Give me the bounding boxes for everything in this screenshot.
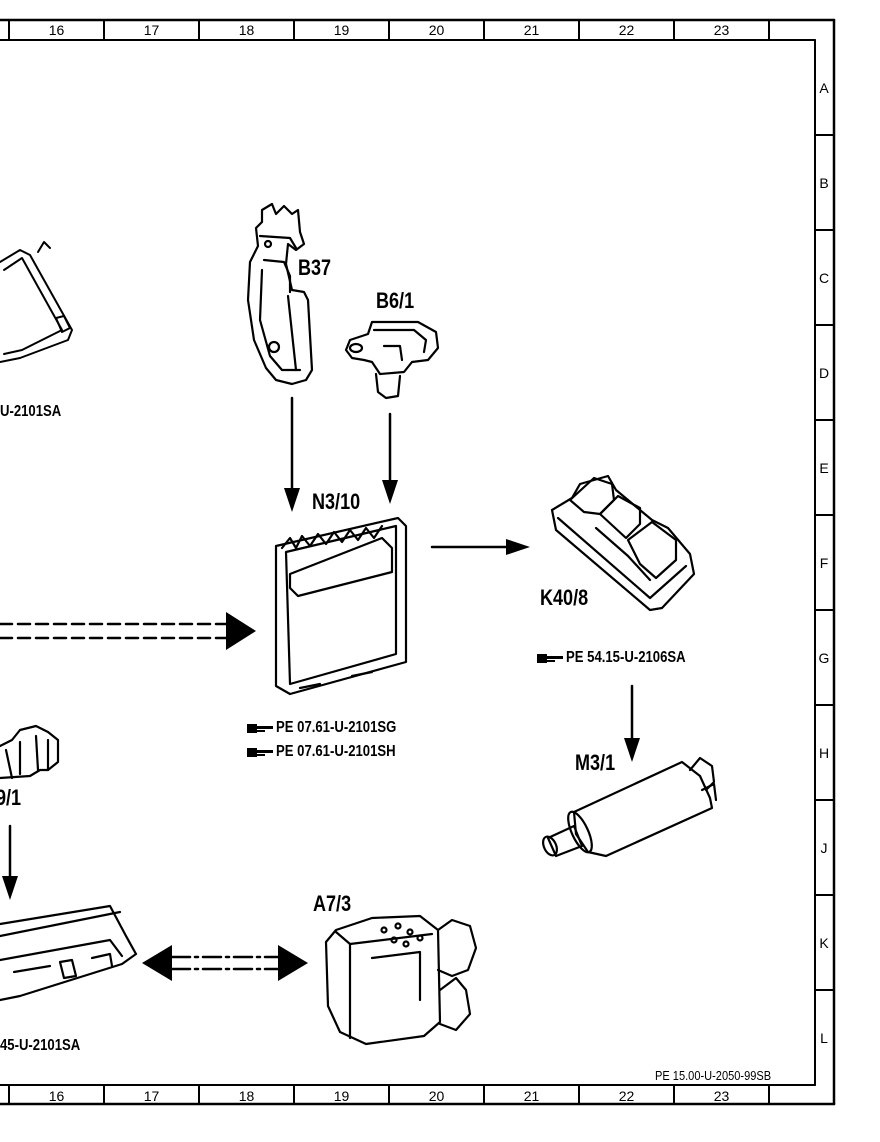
component-label-m3-1: M3/1 [575, 750, 616, 775]
k40-8-relay-module [550, 474, 696, 612]
grid-column-label: 17 [143, 22, 160, 38]
component-label-k40-8: K40/8 [540, 585, 589, 610]
partial-module-bottom-left [0, 904, 138, 1002]
grid-column-label: 18 [238, 22, 255, 38]
component-label-b6-1: B6/1 [376, 288, 415, 313]
pointing-hand-icon [537, 654, 563, 663]
grid-row-label: G [818, 650, 830, 666]
grid-column-label: 20 [428, 22, 445, 38]
reference-label: PE 07.61-U-2101SG [276, 719, 397, 736]
component-label-a7-3: A7/3 [313, 891, 352, 916]
reference-label: PE 54.15-U-2106SA [566, 649, 686, 666]
frame [0, 18, 836, 1106]
grid-column-label: 19 [333, 1088, 350, 1104]
b37-pedal-sensor [246, 202, 314, 386]
reference-label: PE 07.61-U-2101SH [276, 743, 396, 760]
pointing-hand-icons [247, 654, 563, 757]
grid-column-label: 23 [713, 1088, 730, 1104]
reference-label: U-2101SA [0, 403, 62, 420]
grid-column-label: 21 [523, 1088, 540, 1104]
grid-row-label: D [818, 365, 830, 381]
b6-1-camshaft-sensor [344, 320, 440, 400]
pointing-hand-icon [247, 724, 273, 733]
component-label-b37: B37 [298, 255, 332, 280]
grid-row-label: H [818, 745, 830, 761]
grid-row-label: E [819, 460, 829, 476]
grid-row-label: F [819, 555, 829, 571]
grid-column-label: 20 [428, 1088, 445, 1104]
grid-column-label: 23 [713, 22, 730, 38]
grid-row-label: C [818, 270, 830, 286]
grid-column-label: 22 [618, 22, 635, 38]
partial-module-top-left [0, 241, 73, 363]
grid-row-label: J [820, 840, 828, 856]
pointing-hand-icon [247, 748, 273, 757]
n3-10-control-unit [274, 516, 408, 696]
grid-column-label: 22 [618, 1088, 635, 1104]
reference-label: 45-U-2101SA [0, 1037, 81, 1054]
partial-component-9-1 [0, 724, 60, 780]
grid-column-label: 16 [48, 1088, 65, 1104]
grid-row-label: B [819, 175, 829, 191]
grid-column-label: 19 [333, 22, 350, 38]
grid-column-label: 21 [523, 22, 540, 38]
grid-column-label: 17 [143, 1088, 160, 1104]
grid-row-label: L [820, 1030, 828, 1046]
grid-row-label: A [819, 80, 829, 96]
grid-column-label: 16 [48, 22, 65, 38]
component-label-9-1: 9/1 [0, 785, 22, 810]
component-label-n3-10: N3/10 [312, 489, 361, 514]
drawing-code: PE 15.00-U-2050-99SB [655, 1068, 772, 1083]
m3-1-fuel-pump [542, 756, 718, 858]
arrows [0, 396, 640, 981]
grid-column-label: 18 [238, 1088, 255, 1104]
grid-row-label: K [819, 935, 829, 951]
a7-3-hydraulic-unit [324, 914, 478, 1046]
